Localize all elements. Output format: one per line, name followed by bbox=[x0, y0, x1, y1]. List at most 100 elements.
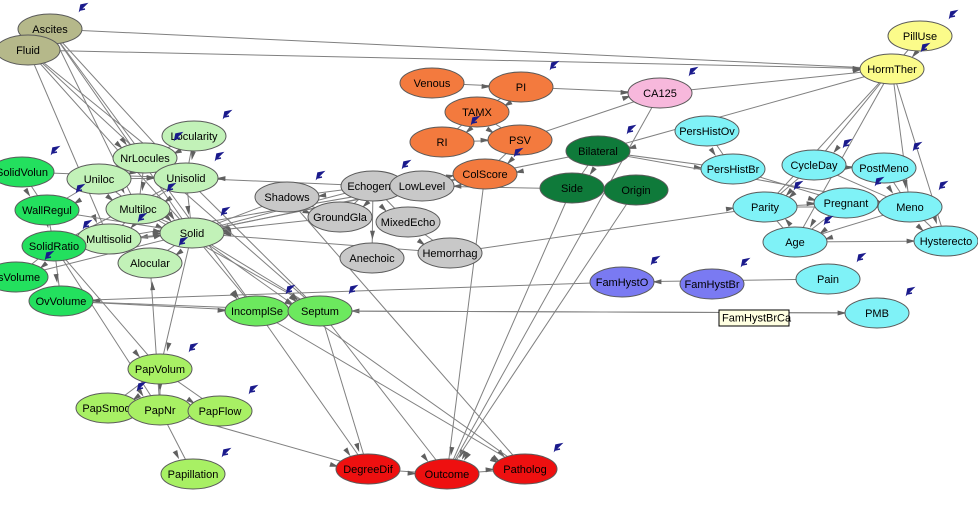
node-wallregul[interactable]: WallRegul bbox=[14, 183, 86, 226]
node-side[interactable]: Side bbox=[539, 172, 605, 204]
node-septum[interactable]: Septum bbox=[287, 284, 359, 327]
node-meno[interactable]: Meno bbox=[877, 180, 949, 223]
node-ellipse[interactable] bbox=[732, 191, 798, 223]
node-nrlocules[interactable]: NrLocules bbox=[112, 131, 184, 174]
node-ellipse[interactable] bbox=[307, 201, 373, 233]
node-ellipse[interactable] bbox=[0, 34, 61, 66]
node-pmb[interactable]: PMB bbox=[844, 286, 916, 329]
node-pain[interactable]: Pain bbox=[795, 252, 867, 295]
node-esvolume[interactable]: esVolume bbox=[0, 250, 55, 293]
node-ellipse[interactable] bbox=[112, 142, 178, 174]
node-outcome[interactable]: Outcome bbox=[414, 458, 480, 490]
node-ellipse[interactable] bbox=[913, 225, 978, 257]
node-origin[interactable]: Origin bbox=[603, 174, 669, 206]
node-ellipse[interactable] bbox=[444, 96, 510, 128]
node-degreedif[interactable]: DegreeDif bbox=[335, 453, 401, 485]
node-ellipse[interactable] bbox=[762, 226, 828, 258]
node-ellipse[interactable] bbox=[488, 71, 554, 103]
node-ellipse[interactable] bbox=[417, 237, 483, 269]
node-ellipse[interactable] bbox=[127, 353, 193, 385]
node-famhysto[interactable]: FamHystO bbox=[589, 255, 661, 298]
node-locularity[interactable]: Locularity bbox=[161, 109, 233, 152]
node-lowlevel[interactable]: LowLevel bbox=[389, 170, 455, 202]
node-ellipse[interactable] bbox=[887, 20, 953, 52]
node-papnr[interactable]: PapNr bbox=[127, 394, 193, 426]
node-ellipse[interactable] bbox=[187, 395, 253, 427]
node-ellipse[interactable] bbox=[700, 153, 766, 185]
node-groundgla[interactable]: GroundGla bbox=[307, 201, 373, 233]
node-ellipse[interactable] bbox=[414, 458, 480, 490]
node-anechoic[interactable]: Anechoic bbox=[339, 242, 405, 274]
node-hormther[interactable]: HormTher bbox=[859, 42, 931, 85]
node-solidratio[interactable]: SolidRatio bbox=[21, 219, 93, 262]
node-solid[interactable]: Solid bbox=[159, 206, 231, 249]
node-papflow[interactable]: PapFlow bbox=[187, 384, 259, 427]
node-ellipse[interactable] bbox=[487, 124, 553, 156]
node-ellipse[interactable] bbox=[452, 158, 518, 190]
node-ellipse[interactable] bbox=[159, 217, 225, 249]
node-pregnant[interactable]: Pregnant bbox=[813, 176, 885, 219]
node-hemorrhag[interactable]: Hemorrhag bbox=[417, 237, 483, 269]
node-ellipse[interactable] bbox=[674, 115, 740, 147]
node-papsmooth[interactable]: PapSmoot bbox=[75, 381, 147, 424]
node-ellipse[interactable] bbox=[14, 194, 80, 226]
node-papillation[interactable]: Papillation bbox=[160, 447, 232, 490]
node-ovvolume[interactable]: OvVolume bbox=[28, 285, 94, 317]
node-ellipse[interactable] bbox=[28, 285, 94, 317]
node-patholog[interactable]: Patholog bbox=[492, 442, 564, 485]
node-pi[interactable]: PI bbox=[488, 60, 560, 103]
node-multiloc[interactable]: Multiloc bbox=[105, 182, 177, 225]
node-ellipse[interactable] bbox=[399, 67, 465, 99]
node-cycleday[interactable]: CycleDay bbox=[781, 138, 853, 181]
node-ellipse[interactable] bbox=[877, 191, 943, 223]
node-pershistov[interactable]: PersHistOv bbox=[674, 115, 740, 147]
node-ellipse[interactable] bbox=[254, 181, 320, 213]
node-ellipse[interactable] bbox=[781, 149, 847, 181]
node-pershistbr[interactable]: PersHistBr bbox=[700, 153, 766, 185]
node-ellipse[interactable] bbox=[627, 77, 693, 109]
node-ellipse[interactable] bbox=[813, 187, 879, 219]
node-ellipse[interactable] bbox=[161, 120, 227, 152]
node-ellipse[interactable] bbox=[844, 297, 910, 329]
node-ellipse[interactable] bbox=[160, 458, 226, 490]
node-ellipse[interactable] bbox=[339, 242, 405, 274]
node-fluid[interactable]: Fluid bbox=[0, 34, 61, 66]
node-ellipse[interactable] bbox=[589, 266, 655, 298]
node-psv[interactable]: PSV bbox=[487, 124, 553, 156]
node-hysterecto[interactable]: Hysterecto bbox=[913, 225, 978, 257]
node-ellipse[interactable] bbox=[565, 135, 631, 167]
node-age[interactable]: Age bbox=[762, 215, 834, 258]
node-ri[interactable]: RI bbox=[409, 115, 481, 158]
node-ellipse[interactable] bbox=[287, 295, 353, 327]
node-ellipse[interactable] bbox=[795, 263, 861, 295]
node-mixedecho[interactable]: MixedEcho bbox=[375, 206, 441, 238]
node-ellipse[interactable] bbox=[409, 126, 475, 158]
node-ellipse[interactable] bbox=[851, 152, 917, 184]
node-ellipse[interactable] bbox=[603, 174, 669, 206]
node-solidvolu[interactable]: SolidVolun bbox=[0, 145, 61, 188]
node-uniloc[interactable]: Uniloc bbox=[66, 163, 132, 195]
node-ellipse[interactable] bbox=[335, 453, 401, 485]
node-venous[interactable]: Venous bbox=[399, 67, 465, 99]
node-ellipse[interactable] bbox=[389, 170, 455, 202]
node-ellipse[interactable] bbox=[21, 230, 87, 262]
node-shadows[interactable]: Shadows bbox=[254, 170, 326, 213]
node-bilateral[interactable]: Bilateral bbox=[565, 124, 637, 167]
node-ellipse[interactable] bbox=[375, 206, 441, 238]
node-ellipse[interactable] bbox=[117, 247, 183, 279]
node-papvolume[interactable]: PapVolum bbox=[127, 342, 199, 385]
node-colscore[interactable]: ColScore bbox=[452, 147, 524, 190]
node-ellipse[interactable] bbox=[66, 163, 132, 195]
node-ellipse[interactable] bbox=[859, 53, 925, 85]
node-ellipse[interactable] bbox=[0, 156, 55, 188]
node-pilluse[interactable]: PillUse bbox=[887, 9, 959, 52]
node-ellipse[interactable] bbox=[0, 261, 49, 293]
node-echogenic[interactable]: Echogenic bbox=[340, 159, 412, 202]
node-alocular[interactable]: Alocular bbox=[117, 236, 189, 279]
node-ellipse[interactable] bbox=[105, 193, 171, 225]
node-tamx[interactable]: TAMX bbox=[444, 96, 510, 128]
node-ellipse[interactable] bbox=[492, 453, 558, 485]
node-postmeno[interactable]: PostMeno bbox=[851, 141, 923, 184]
node-parity[interactable]: Parity bbox=[732, 180, 804, 223]
node-ellipse[interactable] bbox=[679, 268, 745, 300]
